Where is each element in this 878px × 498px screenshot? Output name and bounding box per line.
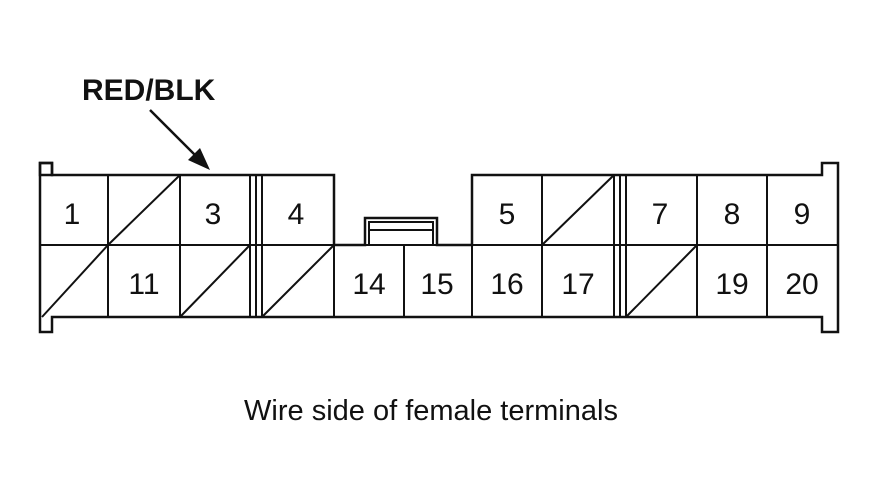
terminal-15: 15	[420, 268, 453, 301]
connector-body	[38, 161, 840, 334]
terminal-17: 17	[561, 268, 594, 301]
pointer-arrowhead	[188, 148, 210, 170]
terminal-14: 14	[352, 268, 385, 301]
terminal-3: 3	[205, 198, 222, 231]
empty-cavity-18	[625, 244, 698, 318]
terminal-19: 19	[715, 268, 748, 301]
terminal-1: 1	[64, 198, 81, 231]
wire-color-label: RED/BLK	[82, 74, 216, 107]
terminal-9: 9	[794, 198, 811, 231]
lock-tab	[368, 221, 434, 246]
empty-cavity-13	[261, 244, 335, 318]
empty-cavity-2	[107, 174, 181, 246]
terminal-5: 5	[499, 198, 516, 231]
pointer-arrow	[149, 109, 199, 159]
terminal-4: 4	[288, 198, 305, 231]
terminal-11: 11	[128, 268, 159, 301]
terminal-8: 8	[724, 198, 741, 231]
terminal-20: 20	[785, 268, 818, 301]
terminal-7: 7	[652, 198, 669, 231]
terminal-16: 16	[490, 268, 523, 301]
connector-outline	[38, 161, 54, 177]
empty-cavity-6	[541, 174, 615, 246]
diagram-caption: Wire side of female terminals	[244, 395, 618, 427]
empty-cavity-12	[179, 244, 251, 318]
empty-cavity-10	[41, 244, 109, 318]
